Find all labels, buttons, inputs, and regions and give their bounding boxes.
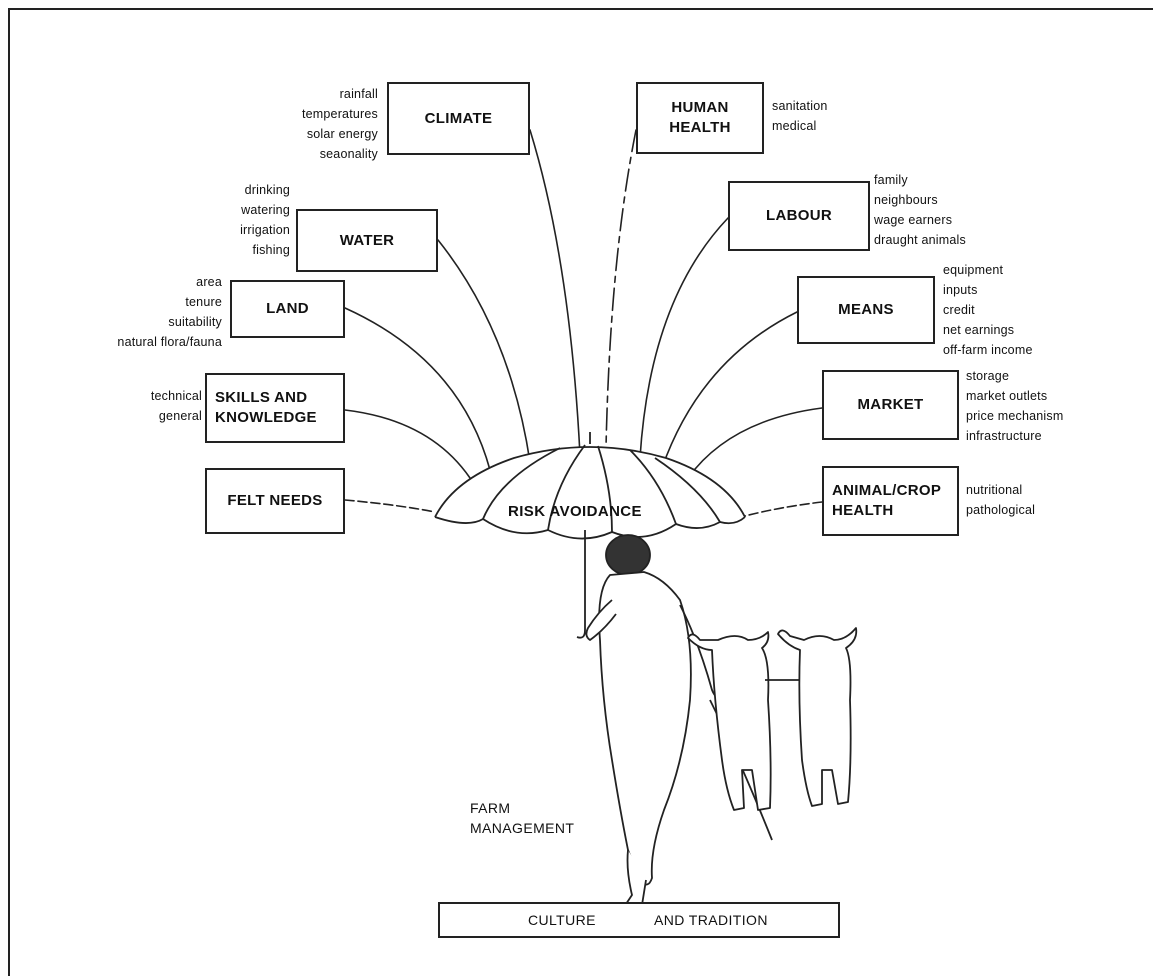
climate-item: rainfall [339,87,378,101]
risk-avoidance-label: RISK AVOIDANCE [508,502,642,522]
farm-management-label: FARM MANAGEMENT [470,798,574,838]
human-health-box: HUMAN HEALTH [636,82,764,154]
means-items: equipment inputs credit net earnings off… [943,260,1033,360]
animal-crop-health-box: ANIMAL/CROP HEALTH [822,466,959,536]
market-items: storage market outlets price mechanism i… [966,366,1063,446]
water-item: drinking [244,183,290,197]
skills-items: technical general [110,386,202,426]
animal-crop-health-title: ANIMAL/CROP HEALTH [832,482,942,519]
means-item: off-farm income [943,343,1033,357]
human-health-item: medical [772,119,817,133]
skills-knowledge-box: SKILLS AND KNOWLEDGE [205,373,345,443]
connector-felt-needs [344,499,436,513]
market-title: MARKET [857,396,924,413]
umbrella-icon [434,432,746,639]
market-item: market outlets [966,389,1048,403]
means-box: MEANS [797,276,935,344]
water-items: drinking watering irrigation fishing [190,180,290,260]
land-item: area [196,275,222,289]
diagram-frame [8,8,1153,976]
land-title: LAND [266,300,309,317]
market-item: infrastructure [966,429,1042,443]
culture-label: CULTURE [528,912,596,928]
connector-land [344,307,491,471]
risk-avoidance-text: RISK AVOIDANCE [508,503,642,520]
climate-items: rainfall temperatures solar energy seaon… [272,84,378,164]
climate-item: seaonality [319,147,378,161]
market-box: MARKET [822,370,959,440]
labour-title: LABOUR [766,207,832,224]
means-item: equipment [943,263,1004,277]
water-item: irrigation [240,223,290,237]
farm-management-text: FARM MANAGEMENT [470,800,575,836]
animal-crop-items: nutritional pathological [966,480,1035,520]
human-health-title: HUMAN HEALTH [669,99,731,136]
land-item: natural flora/fauna [117,335,222,349]
felt-needs-box: FELT NEEDS [205,468,345,534]
climate-item: solar energy [306,127,378,141]
water-item: fishing [252,243,290,257]
water-item: watering [241,203,290,217]
means-title: MEANS [838,301,894,318]
animal-crop-item: pathological [966,503,1036,517]
connector-human-health [605,129,637,449]
connector-means [661,311,798,469]
skills-item: general [158,409,202,423]
animal-crop-item: nutritional [966,483,1023,497]
means-item: credit [943,303,975,317]
labour-item: neighbours [874,193,938,207]
felt-needs-title: FELT NEEDS [227,492,323,509]
climate-item: temperatures [301,107,378,121]
water-title: WATER [339,231,395,249]
land-item: suitability [168,315,222,329]
land-items: area tenure suitability natural flora/fa… [60,272,222,352]
labour-item: family [874,173,908,187]
human-health-item: sanitation [772,99,828,113]
means-item: inputs [943,283,978,297]
skills-item: technical [150,389,202,403]
oxen-icon [687,627,858,811]
land-item: tenure [185,295,222,309]
labour-item: wage earners [874,213,953,227]
farmer-figure-icon [585,534,773,913]
labour-items: family neighbours wage earners draught a… [874,170,966,250]
climate-box: CLIMATE [387,82,530,155]
labour-box: LABOUR [728,181,870,251]
connector-animal-crop [744,501,823,517]
water-box: WATER [296,209,438,272]
connector-climate [529,129,581,456]
market-item: storage [966,369,1010,383]
climate-title: CLIMATE [424,109,493,127]
land-box: LAND [230,280,345,338]
labour-item: draught animals [874,233,966,247]
connector-water [437,239,531,463]
culture-tradition-box: CULTURE AND TRADITION [438,902,840,938]
human-health-items: sanitation medical [772,96,828,136]
market-item: price mechanism [966,409,1064,423]
skills-knowledge-title: SKILLS AND KNOWLEDGE [215,389,317,426]
means-item: net earnings [943,323,1015,337]
connector-skills [344,409,471,479]
tradition-label: AND TRADITION [654,912,768,928]
connector-market [687,407,823,479]
connector-labour [639,217,729,459]
